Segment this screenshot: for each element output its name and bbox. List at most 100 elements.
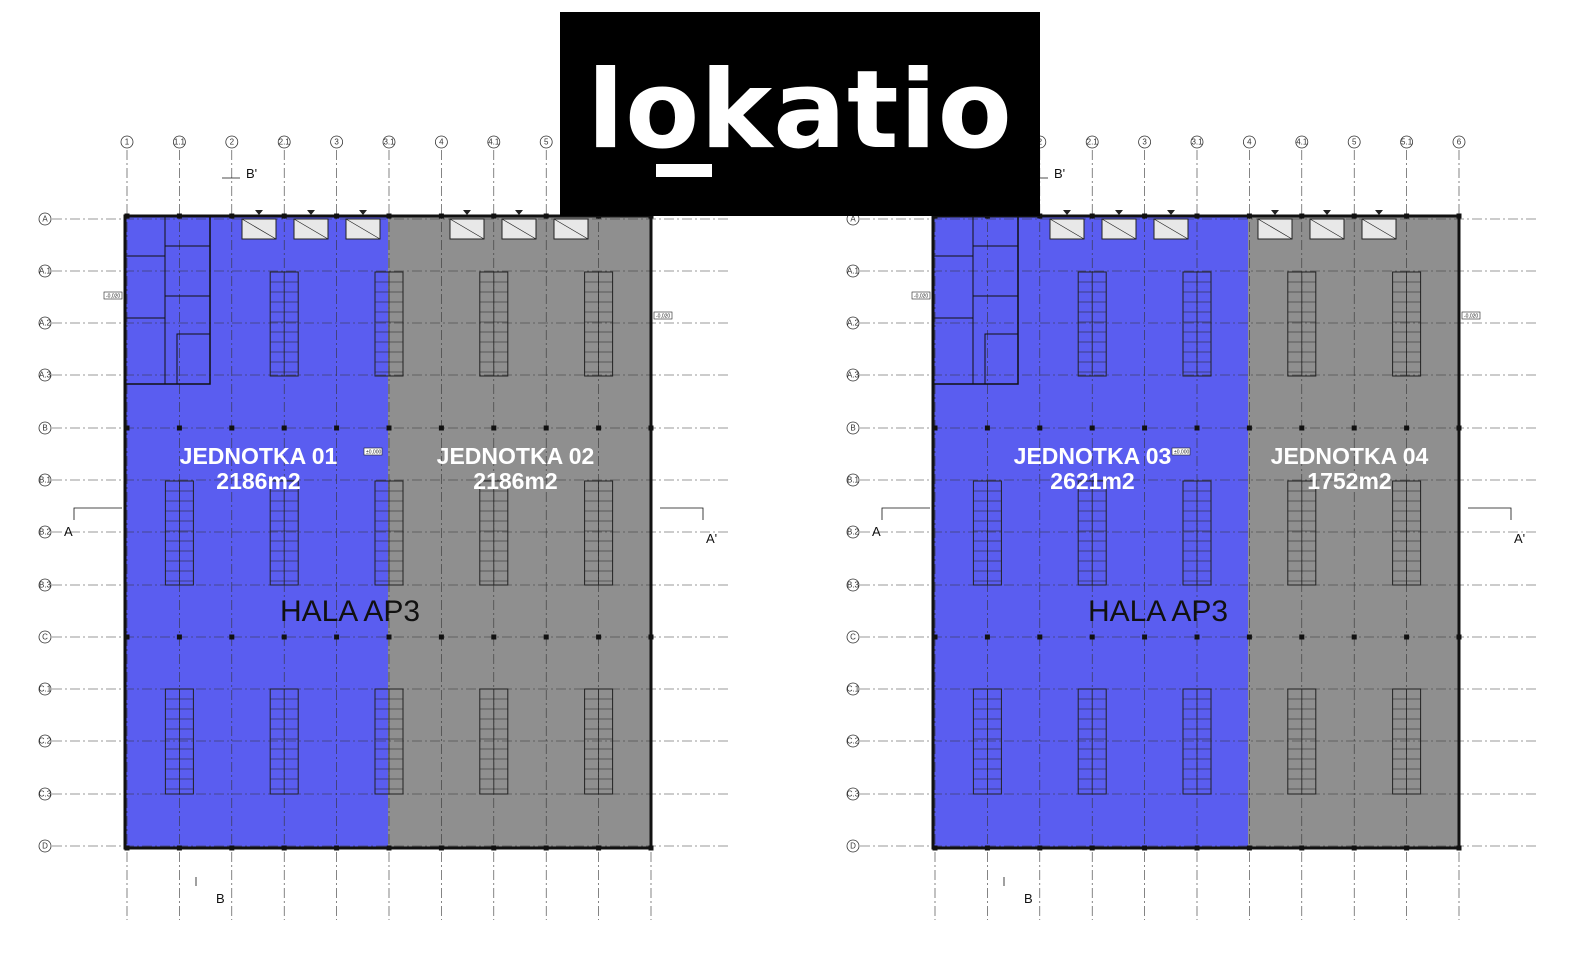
axis-label-column: 5 xyxy=(1352,138,1357,147)
axis-label-column: 1 xyxy=(125,138,130,147)
level-tag-text: ±0,000 xyxy=(366,450,381,456)
axis-bubble-row xyxy=(38,630,52,644)
axis-label-row: A.2 xyxy=(39,319,52,328)
axis-bubble-column xyxy=(539,135,553,149)
unit-name: JEDNOTKA 02 xyxy=(437,443,595,469)
structural-column xyxy=(932,425,938,431)
axis-bubble-row xyxy=(38,473,52,487)
racking-block xyxy=(1287,688,1317,795)
dock-marker xyxy=(1063,210,1071,215)
axis-label-row: C.3 xyxy=(39,790,52,799)
unit-area: 2186m2 xyxy=(473,468,557,494)
racking-block xyxy=(269,688,299,795)
dock-marker xyxy=(515,210,523,215)
level-tag-text: ±0,000 xyxy=(1174,450,1189,456)
structural-column xyxy=(543,425,549,431)
racking-block xyxy=(164,480,194,586)
racking-block xyxy=(374,480,404,586)
unit-area: 1752m2 xyxy=(1307,468,1391,494)
axis-label-row: A.3 xyxy=(847,371,860,380)
level-tag-box xyxy=(1461,311,1481,320)
dock-door xyxy=(293,210,329,240)
structural-column xyxy=(176,634,182,640)
axis-bubble-column xyxy=(1295,135,1309,149)
structural-column xyxy=(1404,425,1410,431)
axis-label-row: A.1 xyxy=(39,267,52,276)
structural-column xyxy=(1299,634,1305,640)
axis-bubble-row xyxy=(846,525,860,539)
axis-label-row: B.1 xyxy=(847,476,860,485)
axis-bubble-column xyxy=(1190,135,1204,149)
structural-column xyxy=(1142,425,1148,431)
racking-block xyxy=(1392,271,1422,377)
axis-label-column: 5.1 xyxy=(1401,138,1413,147)
axis-label-row: C.2 xyxy=(847,737,860,746)
axis-bubble-row xyxy=(846,734,860,748)
dock-door xyxy=(553,210,589,240)
axis-bubble-row xyxy=(846,682,860,696)
level-tag-box xyxy=(653,311,673,320)
dock-door xyxy=(501,210,537,240)
structural-column xyxy=(124,425,130,431)
structural-column xyxy=(1246,634,1252,640)
axis-label-row: C.2 xyxy=(39,737,52,746)
dock-door xyxy=(1101,210,1137,240)
racking-block xyxy=(1077,480,1107,586)
dock-diagonal xyxy=(553,218,589,240)
axis-bubble-column xyxy=(1243,135,1256,149)
structural-column xyxy=(1037,425,1043,431)
racking-block xyxy=(1392,480,1422,586)
unit-name: JEDNOTKA 03 xyxy=(1014,443,1172,469)
axis-bubble-row xyxy=(846,368,860,382)
axis-label-column: 6 xyxy=(1457,138,1462,147)
structural-column xyxy=(334,634,340,640)
racking-block xyxy=(1287,480,1317,586)
dock-diagonal xyxy=(449,218,485,240)
structural-column xyxy=(1246,425,1252,431)
dock-diagonal xyxy=(1101,218,1137,240)
level-tag-box xyxy=(363,447,383,456)
axis-bubble-row xyxy=(846,316,860,330)
section-marker-b-prime: B' xyxy=(246,166,257,181)
axis-label-row: A xyxy=(42,215,48,224)
section-marker-a-prime: A' xyxy=(1514,531,1525,546)
dock-diagonal xyxy=(1153,218,1189,240)
dock-marker xyxy=(1375,210,1383,215)
axis-bubble-column xyxy=(487,135,501,149)
level-tag-box xyxy=(103,291,123,300)
axis-label-column: 3.1 xyxy=(1191,138,1203,147)
axis-label-column: 4 xyxy=(1247,138,1252,147)
dock-marker xyxy=(307,210,315,215)
axis-label-row: B xyxy=(850,424,855,433)
axis-label-row: C.1 xyxy=(847,685,860,694)
structural-column xyxy=(932,634,938,640)
dock-door xyxy=(1153,210,1189,240)
axis-bubble-column xyxy=(277,135,291,149)
section-marker-b: B xyxy=(1024,891,1033,906)
structural-column xyxy=(1194,634,1200,640)
structural-column xyxy=(438,425,444,431)
section-arrow-a-prime xyxy=(1468,507,1512,520)
racking-block xyxy=(972,688,1002,795)
racking-block xyxy=(1287,271,1317,377)
level-tag: -0,020 xyxy=(103,291,123,300)
axis-bubble-column xyxy=(1085,135,1099,149)
section-arrow-a xyxy=(881,507,930,520)
axis-label-row: B.3 xyxy=(39,581,52,590)
axis-bubble-row xyxy=(38,525,52,539)
dock-door xyxy=(1257,210,1293,240)
section-arrow-a-prime xyxy=(660,507,704,520)
unit-area: 2621m2 xyxy=(1050,468,1134,494)
axis-label-row: C.1 xyxy=(39,685,52,694)
office-room xyxy=(176,333,211,385)
racking-block xyxy=(374,271,404,377)
axis-label-row: A.2 xyxy=(847,319,860,328)
section-arrow-a xyxy=(73,507,122,520)
structural-column xyxy=(334,425,340,431)
axis-bubble-column xyxy=(1347,135,1361,149)
axis-label-row: D xyxy=(42,842,48,851)
structural-column xyxy=(984,634,990,640)
axis-bubble-row xyxy=(38,839,52,853)
dock-door xyxy=(241,210,277,240)
